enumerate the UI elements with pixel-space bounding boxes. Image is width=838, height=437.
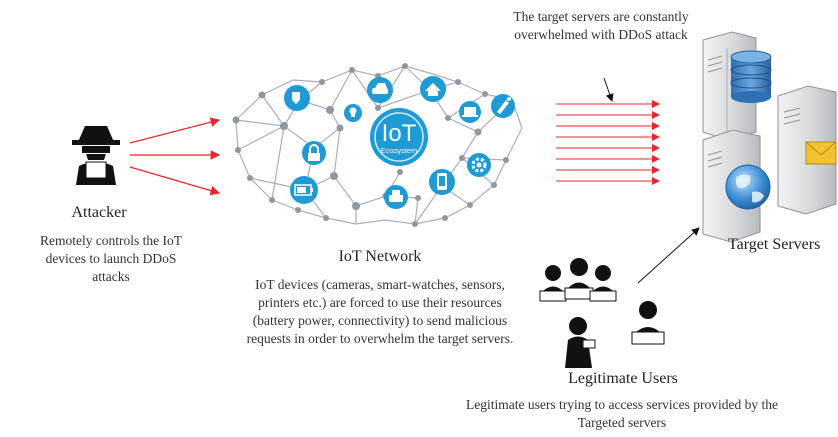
- home-icon: [420, 76, 446, 102]
- globe-icon: [725, 164, 771, 210]
- iot-network-title: IoT Network: [338, 248, 422, 265]
- car-icon: [367, 77, 393, 103]
- printer-icon: [384, 185, 408, 209]
- legit-request-arrow: [637, 227, 700, 284]
- database-icon: [730, 50, 772, 103]
- legitimate-users-icon: [539, 258, 665, 368]
- attack-arrows: [129, 117, 221, 196]
- ddos-traffic-arrows: [556, 100, 660, 185]
- smartphone-icon: [429, 169, 455, 195]
- lock-icon: [302, 141, 326, 165]
- iot-logo-subtext: Ecosystem: [381, 146, 418, 155]
- tap-device-icon: [284, 85, 310, 111]
- legitimate-users-title: Legitimate Users: [568, 370, 678, 387]
- lightbulb-icon: [344, 104, 362, 122]
- satellite-icon: [491, 94, 515, 118]
- attacker-icon: [72, 126, 120, 185]
- target-annotation: The target servers are constantly overwh…: [513, 9, 689, 42]
- user-with-tablet-icon: [565, 317, 596, 368]
- iot-device-icons: IoT Ecosystem: [284, 76, 515, 209]
- target-servers-title: Target Servers: [728, 236, 821, 253]
- battery-icon: [290, 176, 318, 204]
- mail-envelope-icon: [805, 141, 837, 165]
- iot-network-description: IoT devices (cameras, smart-watches, sen…: [246, 277, 514, 346]
- user-group-icon: [539, 258, 617, 302]
- gear-icon: [467, 153, 491, 177]
- target-servers-icon: [702, 31, 837, 243]
- attacker-title: Attacker: [71, 204, 127, 221]
- legitimate-users-description: Legitimate users trying to access servic…: [466, 397, 778, 430]
- laptop-icon: [459, 101, 481, 123]
- iot-logo-text: IoT: [382, 120, 417, 147]
- attacker-description: Remotely controls the IoT devices to lau…: [39, 233, 183, 284]
- user-at-laptop-icon: [631, 301, 665, 345]
- annotation-arrow: [603, 77, 614, 102]
- iot-ecosystem-hub: IoT Ecosystem: [370, 108, 428, 166]
